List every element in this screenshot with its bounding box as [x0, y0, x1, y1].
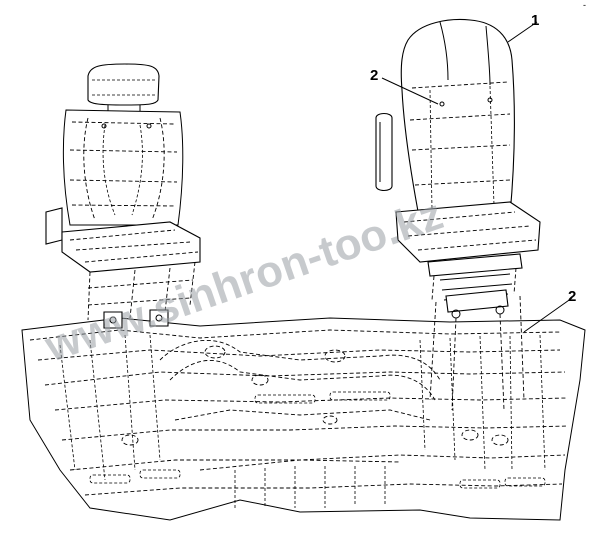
driver-seat: [375, 19, 541, 411]
callout-2-seat-label: 2: [370, 67, 378, 84]
corner-mark: -: [583, 0, 586, 10]
passenger-seat: [45, 63, 201, 329]
callout-2-floor-label: 2: [568, 288, 576, 305]
callout-leaders: [381, 21, 573, 333]
callout-1-label: 1: [531, 12, 539, 29]
